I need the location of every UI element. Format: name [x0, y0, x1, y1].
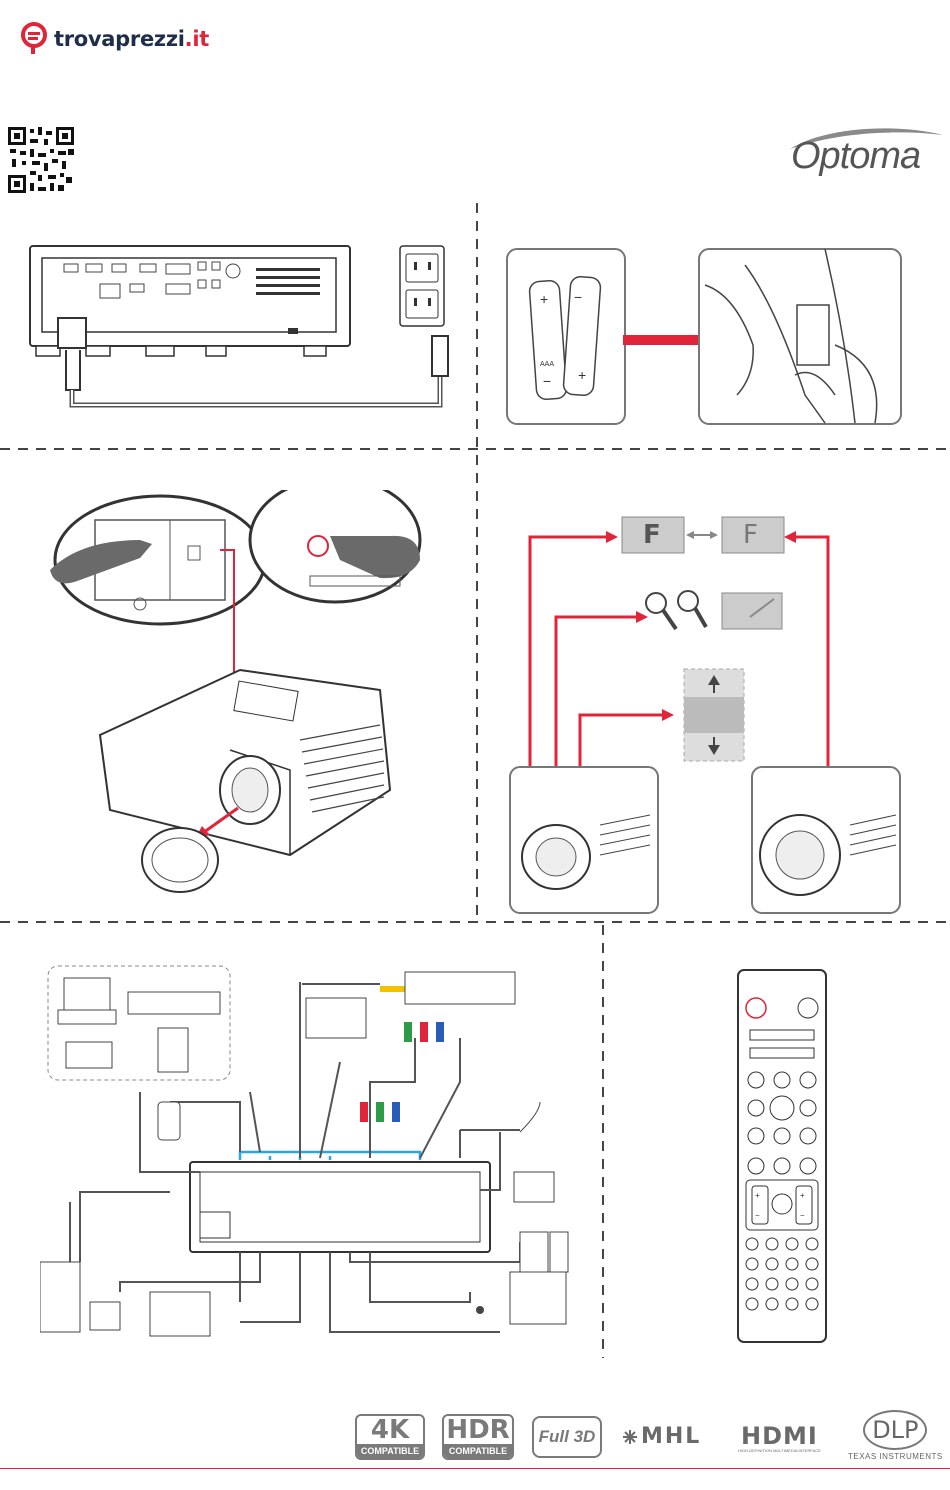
remote-control[interactable] — [736, 968, 828, 1346]
power-connection-diagram — [20, 240, 460, 420]
full-3d-badge: Full 3D — [532, 1416, 602, 1458]
mhl-logo: MHL — [622, 1424, 701, 1449]
hdmi-logo: HDMI HIGH-DEFINITION MULTIMEDIA INTERFAC… — [738, 1424, 821, 1453]
connections-diagram — [40, 962, 600, 1342]
4k-compatible-badge: 4K COMPATIBLE — [355, 1414, 425, 1460]
lens-adjust-diagram — [500, 505, 920, 915]
hdr-compatible-badge: HDR COMPATIBLE — [442, 1414, 514, 1460]
mhl-star-icon — [622, 1429, 638, 1445]
dlp-logo: DLP TEXAS INSTRUMENTS — [848, 1410, 943, 1461]
footer-rule — [0, 1468, 950, 1469]
power-on-diagram — [40, 490, 460, 900]
battery-install-diagram — [505, 245, 905, 430]
